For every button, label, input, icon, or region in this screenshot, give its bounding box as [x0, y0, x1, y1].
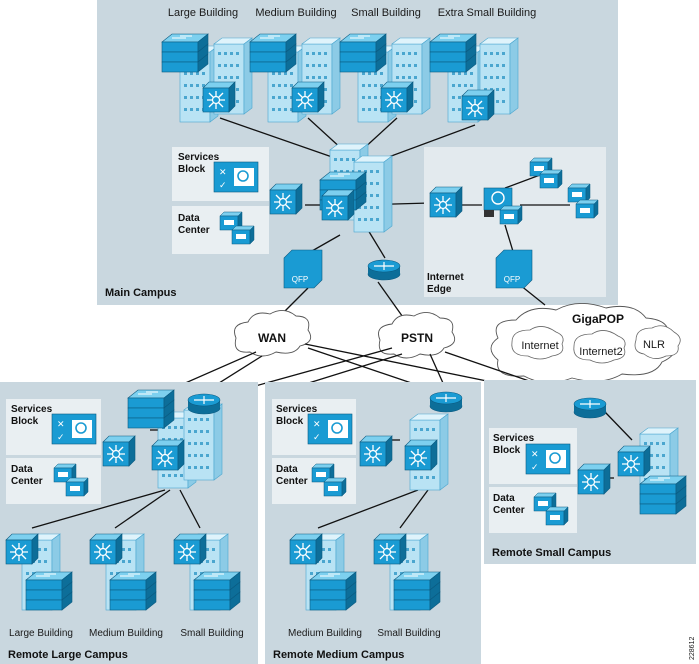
svg-text:✕: ✕	[57, 419, 65, 429]
main-campus-title: Main Campus	[105, 287, 177, 299]
svg-text:✓: ✓	[219, 180, 227, 190]
figure-id: 228612	[689, 637, 696, 660]
rm-dc-line1: Data	[276, 464, 298, 475]
svg-text:✕: ✕	[219, 167, 227, 177]
gigapop-item-nlr: NLR	[643, 339, 665, 351]
internet-edge-label-line2: Edge	[427, 284, 452, 295]
rl-services-line1: Services	[11, 404, 53, 415]
rm-services-line1: Services	[276, 404, 318, 415]
main-data-center: Data Center	[172, 206, 269, 254]
main-building-label-medium: Medium Building	[255, 7, 336, 19]
rs-dc-line2: Center	[493, 505, 525, 516]
remote-large-title: Remote Large Campus	[8, 649, 128, 661]
main-services-switch	[269, 183, 303, 215]
gigapop-item-internet2: Internet2	[579, 346, 622, 358]
svg-text:✕: ✕	[531, 449, 539, 459]
rl-label-small: Small Building	[180, 628, 243, 639]
pstn-label: PSTN	[401, 331, 433, 345]
main-services-label-line2: Block	[178, 164, 206, 175]
internet-edge: QFP Internet Edge	[427, 157, 599, 306]
main-dc-label-line1: Data	[178, 213, 200, 224]
main-dc-label-line2: Center	[178, 225, 210, 236]
svg-text:✓: ✓	[57, 432, 65, 442]
rl-services-line2: Block	[11, 416, 39, 427]
remote-medium-services: Services Block ✕ ✓	[272, 399, 356, 455]
rs-services-switch	[577, 463, 611, 495]
rm-dc-line2: Center	[276, 476, 308, 487]
magnifier-icon	[549, 452, 561, 464]
gigapop-title: GigaPOP	[572, 312, 624, 326]
svg-text:✓: ✓	[531, 462, 539, 472]
main-building-label-extra-small: Extra Small Building	[438, 7, 536, 19]
wan-label: WAN	[258, 331, 286, 345]
wan-cloud: WAN	[234, 310, 312, 357]
magnifier-icon	[237, 170, 249, 182]
magnifier-icon	[75, 422, 87, 434]
core-uplinks	[219, 117, 476, 321]
gigapop-item-internet: Internet	[521, 340, 558, 352]
main-building-label-small: Small Building	[351, 7, 421, 19]
main-services-label-line1: Services	[178, 152, 220, 163]
main-core	[319, 143, 393, 233]
pstn-cloud: PSTN	[378, 312, 456, 359]
remote-small-services: Services Block ✕ ✓	[489, 428, 577, 484]
rs-services-line1: Services	[493, 433, 535, 444]
edge-qfp-label: QFP	[504, 275, 520, 284]
building-labels-main: Large Building Medium Building Small Bui…	[168, 7, 536, 19]
rs-services-line2: Block	[493, 445, 521, 456]
rm-label-small: Small Building	[377, 628, 440, 639]
remote-large-services: Services Block ✕ ✓	[6, 399, 101, 455]
main-building-label-large: Large Building	[168, 7, 238, 19]
rm-services-switch	[359, 435, 393, 467]
rm-label-medium: Medium Building	[288, 628, 362, 639]
rl-dc-line1: Data	[11, 464, 33, 475]
remote-medium-title: Remote Medium Campus	[273, 649, 404, 661]
rm-services-line2: Block	[276, 416, 304, 427]
rl-dc-line2: Center	[11, 476, 43, 487]
main-qfp-router: QFP	[283, 249, 323, 289]
main-pstn-router	[367, 259, 401, 281]
remote-large-dc: Data Center	[6, 458, 101, 504]
rl-services-switch	[102, 435, 136, 467]
gigapop-cloud: GigaPOP Internet Internet2 NLR	[490, 303, 681, 383]
remote-medium-dc: Data Center	[272, 458, 356, 504]
remote-small-title: Remote Small Campus	[492, 547, 611, 559]
main-qfp-label: QFP	[292, 275, 308, 284]
svg-text:✓: ✓	[313, 432, 321, 442]
svg-text:✕: ✕	[313, 419, 321, 429]
remote-small-dc: Data Center	[489, 487, 577, 533]
main-services-block: Services Block ✕ ✓	[172, 147, 269, 201]
rl-label-medium: Medium Building	[89, 628, 163, 639]
remote-medium-links	[317, 439, 429, 529]
rl-label-large: Large Building	[9, 628, 73, 639]
internet-edge-label-line1: Internet	[427, 272, 464, 283]
magnifier-icon	[331, 422, 343, 434]
rs-dc-line1: Data	[493, 493, 515, 504]
